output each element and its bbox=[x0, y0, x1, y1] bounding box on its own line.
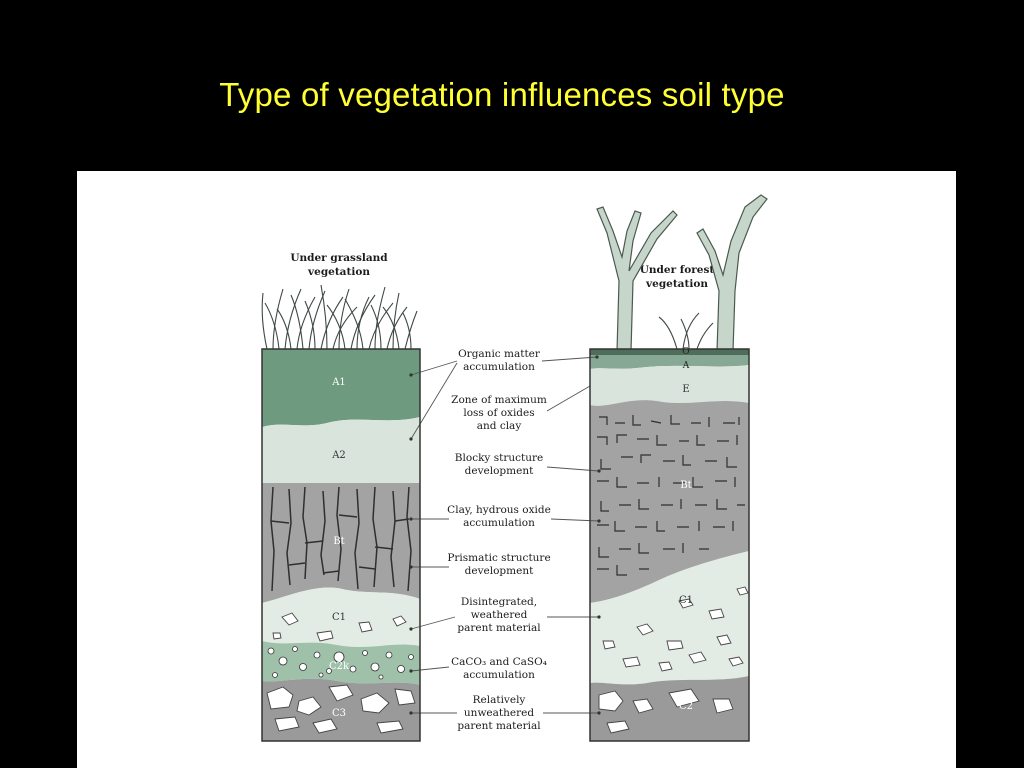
callout-zone-line3: and clay bbox=[477, 420, 522, 432]
calcium-carbonate-nodules bbox=[267, 646, 414, 680]
callout-clay-line1: Clay, hydrous oxide bbox=[447, 504, 551, 516]
forest-caption-line1: Under forest bbox=[640, 264, 715, 276]
grassland-horizon-c2k bbox=[262, 641, 420, 685]
callout-disintegrated-line2: weathered bbox=[471, 609, 528, 621]
horizon-label-a: A bbox=[682, 361, 690, 371]
callout-organic-line1: Organic matter bbox=[458, 348, 541, 360]
slide-title: Type of vegetation influences soil type bbox=[219, 76, 785, 113]
grassland-column-outline bbox=[261, 348, 421, 742]
callout-unweathered-line2: unweathered bbox=[464, 707, 534, 719]
prismatic-structure-cracks bbox=[270, 486, 412, 592]
callout-unweathered-line1: Relatively bbox=[473, 694, 526, 706]
horizon-label-c3: C3 bbox=[332, 708, 346, 719]
horizon-label-c2k: C2k bbox=[329, 661, 350, 672]
forest-horizon-c2 bbox=[590, 676, 749, 741]
forest-horizon-c1 bbox=[590, 551, 749, 685]
callout-blocky-line2: development bbox=[465, 465, 534, 477]
callout-zone-line1: Zone of maximum bbox=[451, 394, 547, 406]
forest-horizon-e bbox=[590, 365, 749, 406]
callout-prismatic-line2: development bbox=[465, 565, 534, 577]
horizon-label-a2: A2 bbox=[331, 450, 346, 461]
callout-disintegrated-line1: Disintegrated, bbox=[461, 596, 537, 608]
grassland-profile: Under grassland vegetation bbox=[261, 252, 420, 741]
forest-horizon-a bbox=[590, 355, 749, 369]
grassland-horizon-c1 bbox=[262, 587, 420, 647]
blocky-structure-cracks bbox=[597, 415, 745, 576]
grassland-caption-line2: vegetation bbox=[307, 266, 370, 278]
horizon-label-forest-c2: C2 bbox=[679, 701, 693, 712]
callout-blocky-line1: Blocky structure bbox=[455, 452, 543, 464]
forest-caption-line2: vegetation bbox=[645, 278, 708, 290]
callout-unweathered-line3: parent material bbox=[457, 720, 541, 732]
callout-caco3-line2: accumulation bbox=[463, 669, 535, 681]
callout-labels: Organic matter accumulation Zone of maxi… bbox=[409, 348, 601, 732]
callout-zone-line2: loss of oxides bbox=[463, 407, 534, 419]
figure-panel: Under grassland vegetation bbox=[77, 171, 956, 768]
horizon-label-o: O bbox=[682, 347, 689, 357]
grassland-horizon-a2 bbox=[262, 417, 420, 489]
forest-column-outline bbox=[589, 348, 750, 742]
callout-disintegrated-line3: parent material bbox=[457, 622, 541, 634]
forest-horizon-bt bbox=[590, 400, 749, 603]
grassland-caption-line1: Under grassland bbox=[290, 252, 388, 264]
forest-horizon-o bbox=[590, 349, 749, 355]
callout-prismatic-line1: Prismatic structure bbox=[447, 552, 550, 564]
horizon-label-e: E bbox=[682, 384, 689, 395]
horizon-label-a1: A1 bbox=[331, 377, 346, 388]
horizon-label-c1: C1 bbox=[332, 612, 346, 623]
forest-trees bbox=[596, 194, 768, 352]
forest-profile: Under forest vegetation bbox=[590, 194, 768, 741]
callout-caco3-line1: CaCO₃ and CaSO₄ bbox=[451, 656, 547, 668]
horizon-label-forest-c1: C1 bbox=[679, 595, 693, 606]
grass-vegetation bbox=[261, 284, 418, 350]
callout-clay-line2: accumulation bbox=[463, 517, 535, 529]
grassland-horizon-a1 bbox=[262, 349, 420, 427]
grassland-parent-rocks bbox=[266, 684, 416, 734]
horizon-label-bt: Bt bbox=[333, 536, 344, 547]
horizon-label-forest-bt: Bt bbox=[680, 480, 691, 491]
callout-organic-line2: accumulation bbox=[463, 361, 535, 373]
forest-parent-rocks bbox=[598, 688, 734, 734]
soil-profile-diagram: Under grassland vegetation bbox=[261, 194, 768, 742]
